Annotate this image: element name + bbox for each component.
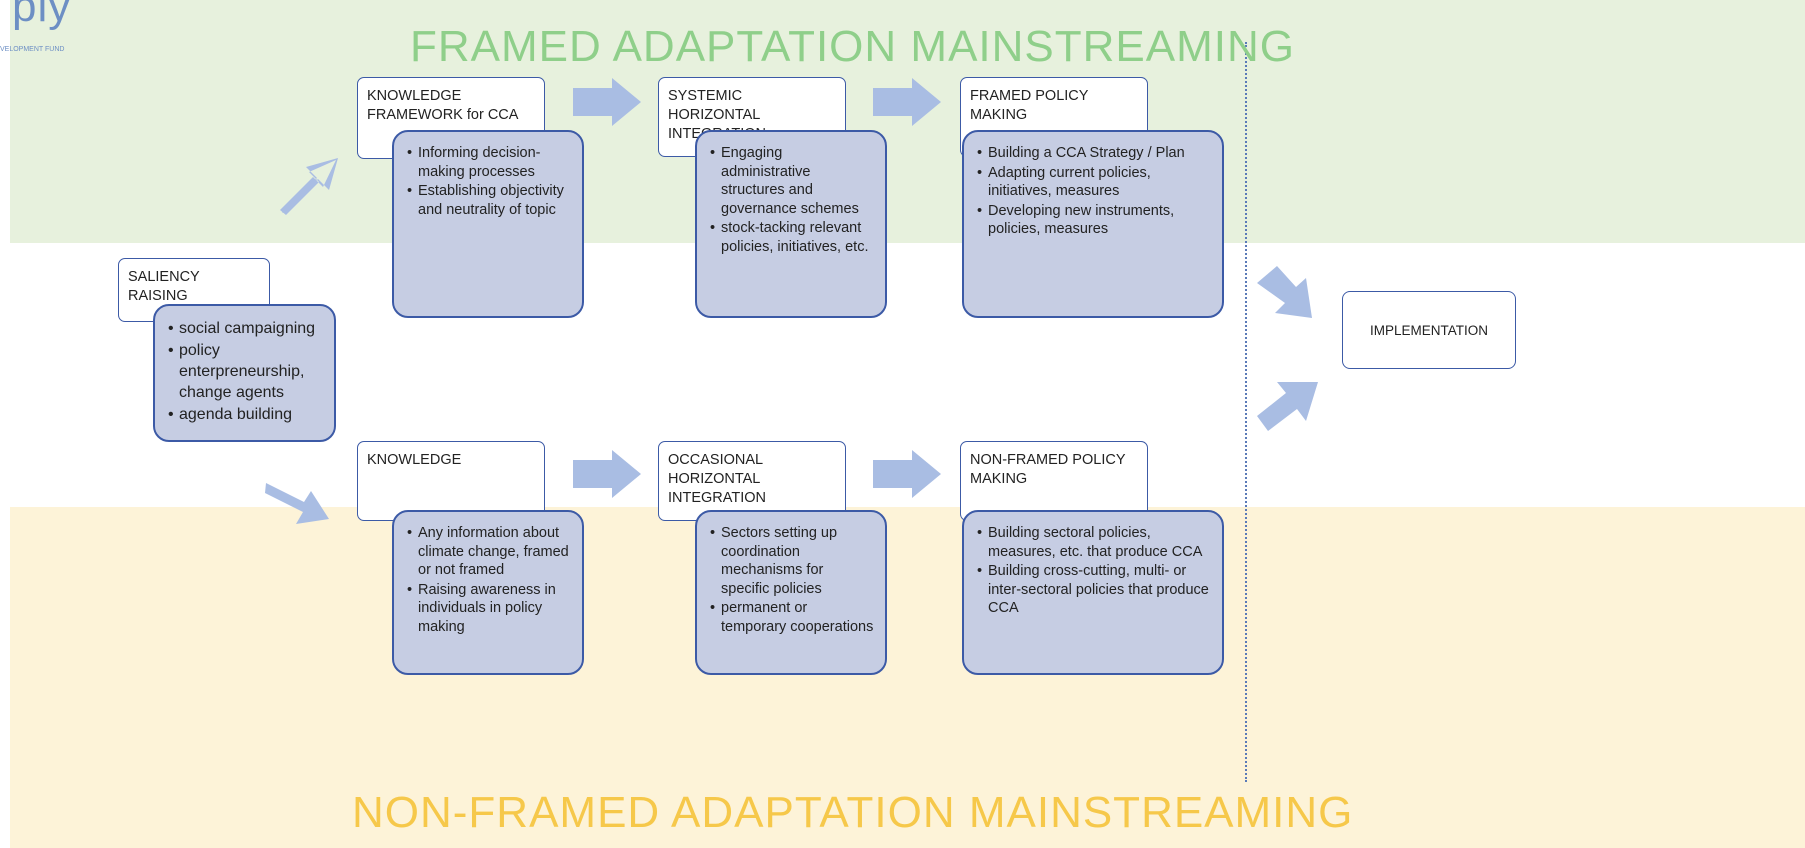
nonframed-knowledge-heading: KNOWLEDGE bbox=[367, 452, 462, 468]
list-item: Sectors setting up coordination mechanis… bbox=[710, 524, 875, 598]
arrow-framed-1 bbox=[573, 78, 641, 126]
list-item: stock-tacking relevant policies, initiat… bbox=[710, 219, 875, 256]
implementation-label: IMPLEMENTATION bbox=[1369, 322, 1488, 338]
arrow-to-framed-knowledge bbox=[280, 158, 338, 215]
arrow-framed-2 bbox=[873, 78, 941, 126]
arrow-nonframed-1 bbox=[573, 450, 641, 498]
list-item: Building sectoral policies, measures, et… bbox=[977, 524, 1212, 561]
list-item: Informing decision-making processes bbox=[407, 144, 572, 181]
framed-policy-heading: FRAMED POLICY MAKING bbox=[970, 88, 1089, 123]
list-item: Raising awareness in individuals in poli… bbox=[407, 581, 572, 637]
list-item: Developing new instruments, policies, me… bbox=[977, 202, 1212, 239]
logo: ply VELOPMENT FUND bbox=[0, 0, 140, 62]
nonframed-policy-heading-box: NON-FRAMED POLICY MAKING bbox=[960, 441, 1148, 521]
nonframed-integration-items-box: Sectors setting up coordination mechanis… bbox=[695, 510, 887, 675]
framed-knowledge-items-box: Informing decision-making processes Esta… bbox=[392, 130, 584, 318]
nonframed-knowledge-items-box: Any information about climate change, fr… bbox=[392, 510, 584, 675]
list-item: Building cross-cutting, multi- or inter-… bbox=[977, 562, 1212, 618]
list-item: permanent or temporary cooperations bbox=[710, 599, 875, 636]
list-item: Building a CCA Strategy / Plan bbox=[977, 144, 1212, 163]
nonframed-band bbox=[10, 507, 1805, 848]
list-item: Engaging administrative structures and g… bbox=[710, 144, 875, 218]
nonframed-title: NON-FRAMED ADAPTATION MAINSTREAMING bbox=[352, 788, 1354, 837]
nonframed-integration-heading-box: OCCASIONAL HORIZONTAL INTEGRATION bbox=[658, 441, 846, 521]
nonframed-policy-items-box: Building sectoral policies, measures, et… bbox=[962, 510, 1224, 675]
list-item: Any information about climate change, fr… bbox=[407, 524, 572, 580]
nonframed-integration-heading: OCCASIONAL HORIZONTAL INTEGRATION bbox=[668, 452, 767, 506]
list-item: Adapting current policies, initiatives, … bbox=[977, 164, 1212, 201]
list-item: agenda building bbox=[168, 404, 324, 425]
nonframed-policy-heading: NON-FRAMED POLICY MAKING bbox=[970, 452, 1126, 487]
framed-knowledge-heading: KNOWLEDGE FRAMEWORK for CCA bbox=[367, 88, 519, 123]
framed-policy-items-box: Building a CCA Strategy / Plan Adapting … bbox=[962, 130, 1224, 318]
arrow-to-implementation-bottom bbox=[1257, 382, 1318, 431]
list-item: policy enterpreneurship, change agents bbox=[168, 340, 324, 403]
framed-integration-items-box: Engaging administrative structures and g… bbox=[695, 130, 887, 318]
implementation-box: IMPLEMENTATION bbox=[1342, 291, 1516, 369]
saliency-items-box: social campaigning policy enterpreneursh… bbox=[153, 304, 336, 442]
framed-title: FRAMED ADAPTATION MAINSTREAMING bbox=[410, 22, 1295, 71]
list-item: social campaigning bbox=[168, 318, 324, 339]
nonframed-knowledge-heading-box: KNOWLEDGE bbox=[357, 441, 545, 521]
arrow-to-implementation-top bbox=[1257, 266, 1312, 318]
saliency-heading: SALIENCY RAISING bbox=[128, 269, 200, 304]
framed-band bbox=[10, 0, 1805, 243]
logo-subtext: VELOPMENT FUND bbox=[0, 46, 65, 53]
arrow-nonframed-2 bbox=[873, 450, 941, 498]
arrow-to-nonframed-knowledge bbox=[265, 483, 329, 524]
implementation-divider bbox=[1245, 42, 1247, 782]
list-item: Establishing objectivity and neutrality … bbox=[407, 182, 572, 219]
logo-text: ply bbox=[12, 0, 72, 31]
